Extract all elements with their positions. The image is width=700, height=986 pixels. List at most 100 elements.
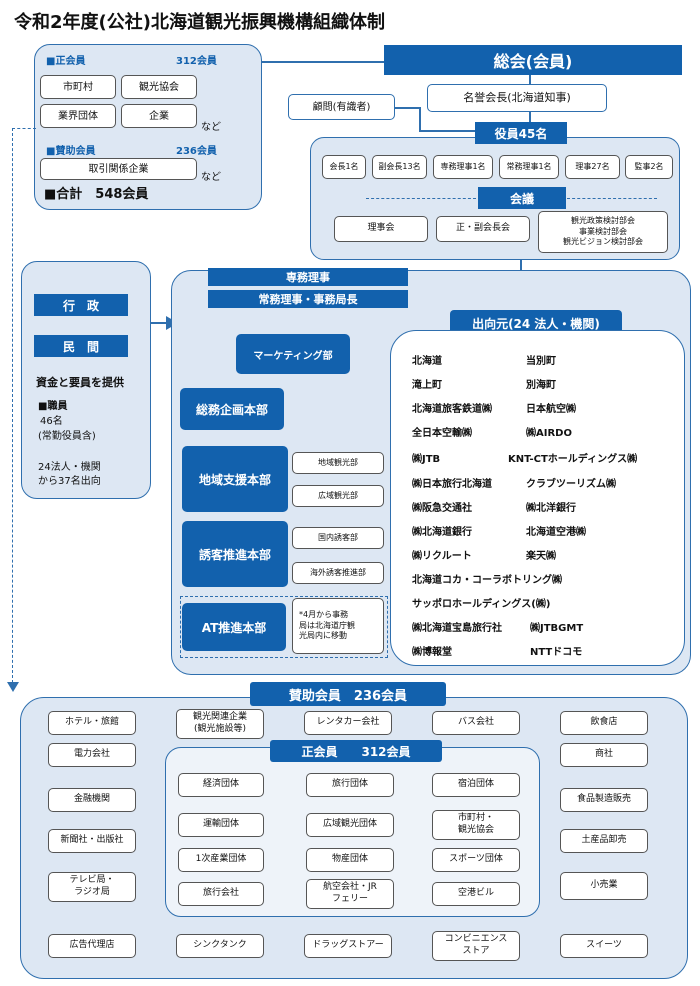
officer-director: 理事27名 (565, 155, 620, 179)
support-member-box: 広告代理店 (48, 934, 136, 958)
support-member-box: 土産品卸売 (560, 829, 648, 853)
dispatch-org: 日本航空㈱ (526, 404, 576, 415)
support-member-box: 金融機関 (48, 788, 136, 812)
member-box-municipality: 市町村 (40, 75, 116, 99)
dispatch-org: ㈱北海道銀行 (412, 527, 472, 538)
at-dashed-frame (180, 596, 388, 658)
connector-line (419, 130, 530, 132)
government-box: 行 政 (34, 294, 128, 316)
support-member-box: 食品製造販売 (560, 788, 648, 812)
meeting-committees: 観光政策検討部会 事業検討部会 観光ビジョン検討部会 (538, 211, 668, 253)
regular-member-box: 航空会社・JR フェリー (306, 879, 394, 909)
regular-member-box: 広域観光団体 (306, 813, 394, 837)
support-member-label: ■賛助会員 (46, 146, 96, 157)
dispatch-org: 北海道旅客鉄道㈱ (412, 404, 492, 415)
private-box: 民 間 (34, 335, 128, 357)
marketing-box: マーケティング部 (236, 334, 350, 374)
overseas-inbound-dept: 海外誘客推進部 (292, 562, 384, 584)
regional-support-box: 地域支援本部 (182, 446, 288, 512)
arrow-line (151, 322, 171, 324)
dispatch-org: 北海道空港㈱ (526, 527, 586, 538)
general-planning-box: 総務企画本部 (180, 388, 284, 430)
meetings-header: 会議 (478, 187, 566, 209)
support-member-box: スイーツ (560, 934, 648, 958)
at-box: AT推進本部 (182, 603, 286, 651)
regular-member-box: スポーツ団体 (432, 848, 520, 872)
member-box-industry: 業界団体 (40, 104, 116, 128)
staff-note: (常勤役員含) (38, 431, 96, 442)
regular-member-box: 空港ビル (432, 882, 520, 906)
support-member-box: テレビ局・ ラジオ局 (48, 872, 136, 902)
arrow-down-icon (7, 682, 19, 692)
officer-senmu: 専務理事1名 (433, 155, 493, 179)
officer-auditor: 監事2名 (625, 155, 673, 179)
dispatch-org: ㈱博報堂 (412, 647, 452, 658)
dispatch-org: 当別町 (526, 356, 556, 367)
contributors-panel (21, 261, 151, 499)
connector-line (395, 107, 420, 109)
regular-member-box: 物産団体 (306, 848, 394, 872)
dispatch-org: KNT-CTホールディングス㈱ (508, 454, 638, 465)
dispatch-org: ㈱北海道宝島旅行社 (412, 623, 502, 634)
regular-member-box: 宿泊団体 (432, 773, 520, 797)
member-box-tourism-assoc: 観光協会 (121, 75, 197, 99)
wide-area-tourism-dept: 広域観光部 (292, 485, 384, 507)
regular-members-header: 正会員 312会員 (270, 740, 442, 762)
support-member-box: バス会社 (432, 711, 520, 735)
dispatch-org: 楽天㈱ (526, 551, 556, 562)
senmu-box: 専務理事 (208, 268, 408, 286)
jomu-box: 常務理事・事務局長 (208, 290, 408, 308)
staff-label: ■職員 (38, 401, 68, 412)
dispatch-org: クラブツーリズム㈱ (526, 479, 616, 490)
regular-member-count: 312会員 (176, 56, 217, 67)
support-member-box: シンクタンク (176, 934, 264, 958)
member-box-trade-partner: 取引関係企業 (40, 158, 197, 180)
dispatch-text: 24法人・機関 から37名出向 (38, 462, 101, 487)
regional-tourism-dept: 地域観光部 (292, 452, 384, 474)
provide-text: 資金と要員を提供 (36, 376, 124, 389)
advisor-box: 顧問(有識者) (288, 94, 395, 120)
etc-label-2: など (201, 172, 221, 183)
domestic-inbound-dept: 国内誘客部 (292, 527, 384, 549)
dashed-divider (567, 198, 657, 199)
support-member-box: 商社 (560, 743, 648, 767)
connector-line (520, 260, 522, 270)
dispatch-org: ㈱JTBGMT (530, 623, 584, 634)
officer-vice-chair: 副会長13名 (372, 155, 427, 179)
member-total: ■合計 548会員 (44, 187, 149, 202)
dispatch-org: 全日本空輸㈱ (412, 428, 472, 439)
support-member-box: 新聞社・出版社 (48, 829, 136, 853)
dispatch-org: 別海町 (526, 380, 556, 391)
dispatch-org: ㈱日本旅行北海道 (412, 479, 492, 490)
dispatch-origin-list (390, 330, 685, 666)
officer-jomu: 常務理事1名 (499, 155, 559, 179)
meeting-chair-vice: 正・副会長会 (436, 216, 530, 242)
dispatch-org: サッポロホールディングス(㈱) (412, 599, 551, 610)
dispatch-org: ㈱リクルート (412, 551, 472, 562)
support-member-box: コンビニエンス ストア (432, 931, 520, 961)
etc-label: など (201, 122, 221, 133)
officer-chair: 会長1名 (322, 155, 366, 179)
dispatch-org: ㈱AIRDO (526, 428, 572, 439)
regular-member-box: 旅行会社 (178, 882, 264, 906)
officers-header: 役員45名 (475, 122, 567, 144)
support-member-box: 飲食店 (560, 711, 648, 735)
support-member-box: 観光関連企業 (観光施設等) (176, 709, 264, 739)
member-box-company: 企業 (121, 104, 197, 128)
dashed-connector (12, 128, 36, 129)
regular-member-box: 経済団体 (178, 773, 264, 797)
support-member-box: 小売業 (560, 872, 648, 900)
dispatch-org: NTTドコモ (530, 647, 583, 658)
connector-line (262, 61, 384, 63)
support-members-header: 賛助会員 236会員 (250, 682, 446, 706)
meeting-board: 理事会 (334, 216, 428, 242)
connector-line (419, 107, 421, 131)
support-member-count: 236会員 (176, 146, 217, 157)
dispatch-org: ㈱北洋銀行 (526, 503, 576, 514)
dispatch-org: 滝上町 (412, 380, 442, 391)
staff-count: 46名 (40, 416, 63, 427)
dispatch-org: 北海道コカ・コーラボトリング㈱ (412, 575, 562, 586)
inbound-box: 誘客推進本部 (182, 521, 288, 587)
support-member-box: ホテル・旅館 (48, 711, 136, 735)
dashed-divider (366, 198, 476, 199)
